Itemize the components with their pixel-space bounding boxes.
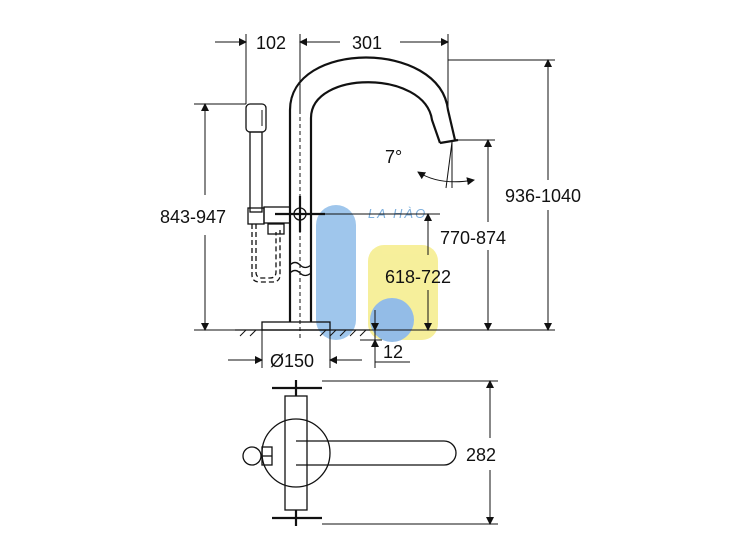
top-dimension-lines — [215, 34, 449, 112]
dim-right-height: 936-1040 — [505, 186, 581, 206]
dim-top-right: 301 — [352, 33, 382, 53]
hand-shower-grip — [249, 131, 263, 213]
watermark-blue-dot — [370, 298, 414, 342]
dim-plan-depth: 282 — [466, 445, 496, 465]
spout-angle-indicator — [417, 141, 475, 189]
dim-lower-height: 618-722 — [385, 267, 451, 287]
dim-floor-offset: 12 — [383, 342, 403, 362]
dim-spout-height: 770-874 — [440, 228, 506, 248]
watermark-blue-bar — [316, 205, 356, 340]
dim-left-height: 843-947 — [160, 207, 226, 227]
faucet-side-view — [245, 56, 459, 340]
base-diameter-dimension — [228, 330, 362, 368]
base-plate — [261, 321, 331, 331]
right-height-dimensions — [325, 59, 555, 331]
hand-shower-head — [245, 103, 267, 133]
dim-spout-angle: 7° — [385, 147, 402, 167]
left-height-dimension — [194, 103, 246, 331]
watermark-logo — [316, 205, 438, 342]
floor-offset-dimension — [360, 310, 410, 368]
dim-base-diameter: Ø150 — [270, 351, 314, 371]
dim-top-left: 102 — [256, 33, 286, 53]
faucet-plan-view — [242, 380, 457, 526]
plan-depth-dimension — [322, 380, 498, 525]
